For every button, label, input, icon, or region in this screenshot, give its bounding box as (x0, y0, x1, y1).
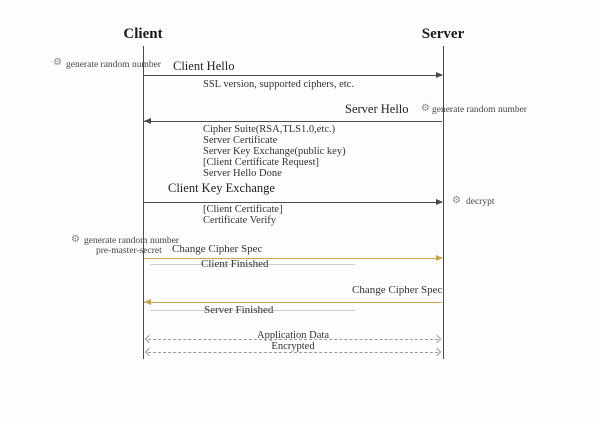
participant-client-title: Client (123, 26, 163, 42)
gear-icon: ⚙ (53, 57, 62, 68)
server-hello-detail-4: [Client Certificate Request] (203, 157, 320, 168)
arrowhead-left-icon (144, 299, 151, 305)
pre-master-secret-annotation: pre-master-secret (96, 246, 162, 256)
server-finished-label: Server Finished (204, 304, 274, 316)
client-random-annotation-2: generate random number (84, 236, 179, 246)
server-finished-line (150, 310, 355, 311)
application-data-label: Application Data (256, 330, 330, 341)
client-finished-label: Client Finished (201, 258, 269, 270)
arrowhead-right-icon (436, 72, 443, 78)
server-hello-detail-5: Server Hello Done (203, 168, 282, 179)
change-cipher-spec-client-arrow (144, 258, 442, 259)
server-hello-detail-1: Cipher Suite(RSA,TLS1.0,etc.) (203, 124, 336, 135)
server-hello-detail-2: Server Certificate (203, 135, 278, 146)
client-hello-sublabel: SSL version, supported ciphers, etc. (203, 79, 354, 90)
change-cipher-spec-server-label: Change Cipher Spec (352, 284, 443, 296)
client-key-exchange-label: Client Key Exchange (168, 181, 275, 195)
change-cipher-spec-server-arrow (144, 302, 442, 303)
client-random-annotation: generate random number (66, 60, 161, 70)
client-key-exchange-arrow (144, 202, 442, 203)
server-hello-label: Server Hello (345, 102, 409, 116)
decrypt-annotation: decrypt (466, 197, 495, 207)
server-hello-detail-3: Server Key Exchange(public key) (203, 146, 346, 157)
server-random-annotation: generate random number (432, 105, 527, 115)
server-hello-arrow (144, 121, 442, 122)
gear-icon: ⚙ (452, 195, 461, 206)
change-cipher-spec-client-label: Change Cipher Spec (172, 243, 263, 255)
gear-icon: ⚙ (71, 234, 80, 245)
client-finished-line (150, 264, 355, 265)
client-key-exchange-detail-2: Certificate Verify (203, 215, 276, 226)
client-hello-label: Client Hello (173, 59, 235, 73)
gear-icon: ⚙ (421, 103, 430, 114)
client-lifeline (143, 46, 144, 359)
client-hello-arrow (144, 75, 442, 76)
participant-server-title: Server (421, 26, 465, 42)
application-data-arrow-top (148, 339, 438, 340)
application-data-arrow-bottom (148, 352, 438, 353)
arrowhead-left-icon (144, 118, 151, 124)
arrowhead-right-icon (436, 255, 443, 261)
client-key-exchange-detail-1: [Client Certificate] (203, 204, 283, 215)
server-lifeline (443, 46, 444, 359)
encrypted-label: Encrypted (271, 341, 315, 352)
arrowhead-right-icon (436, 199, 443, 205)
